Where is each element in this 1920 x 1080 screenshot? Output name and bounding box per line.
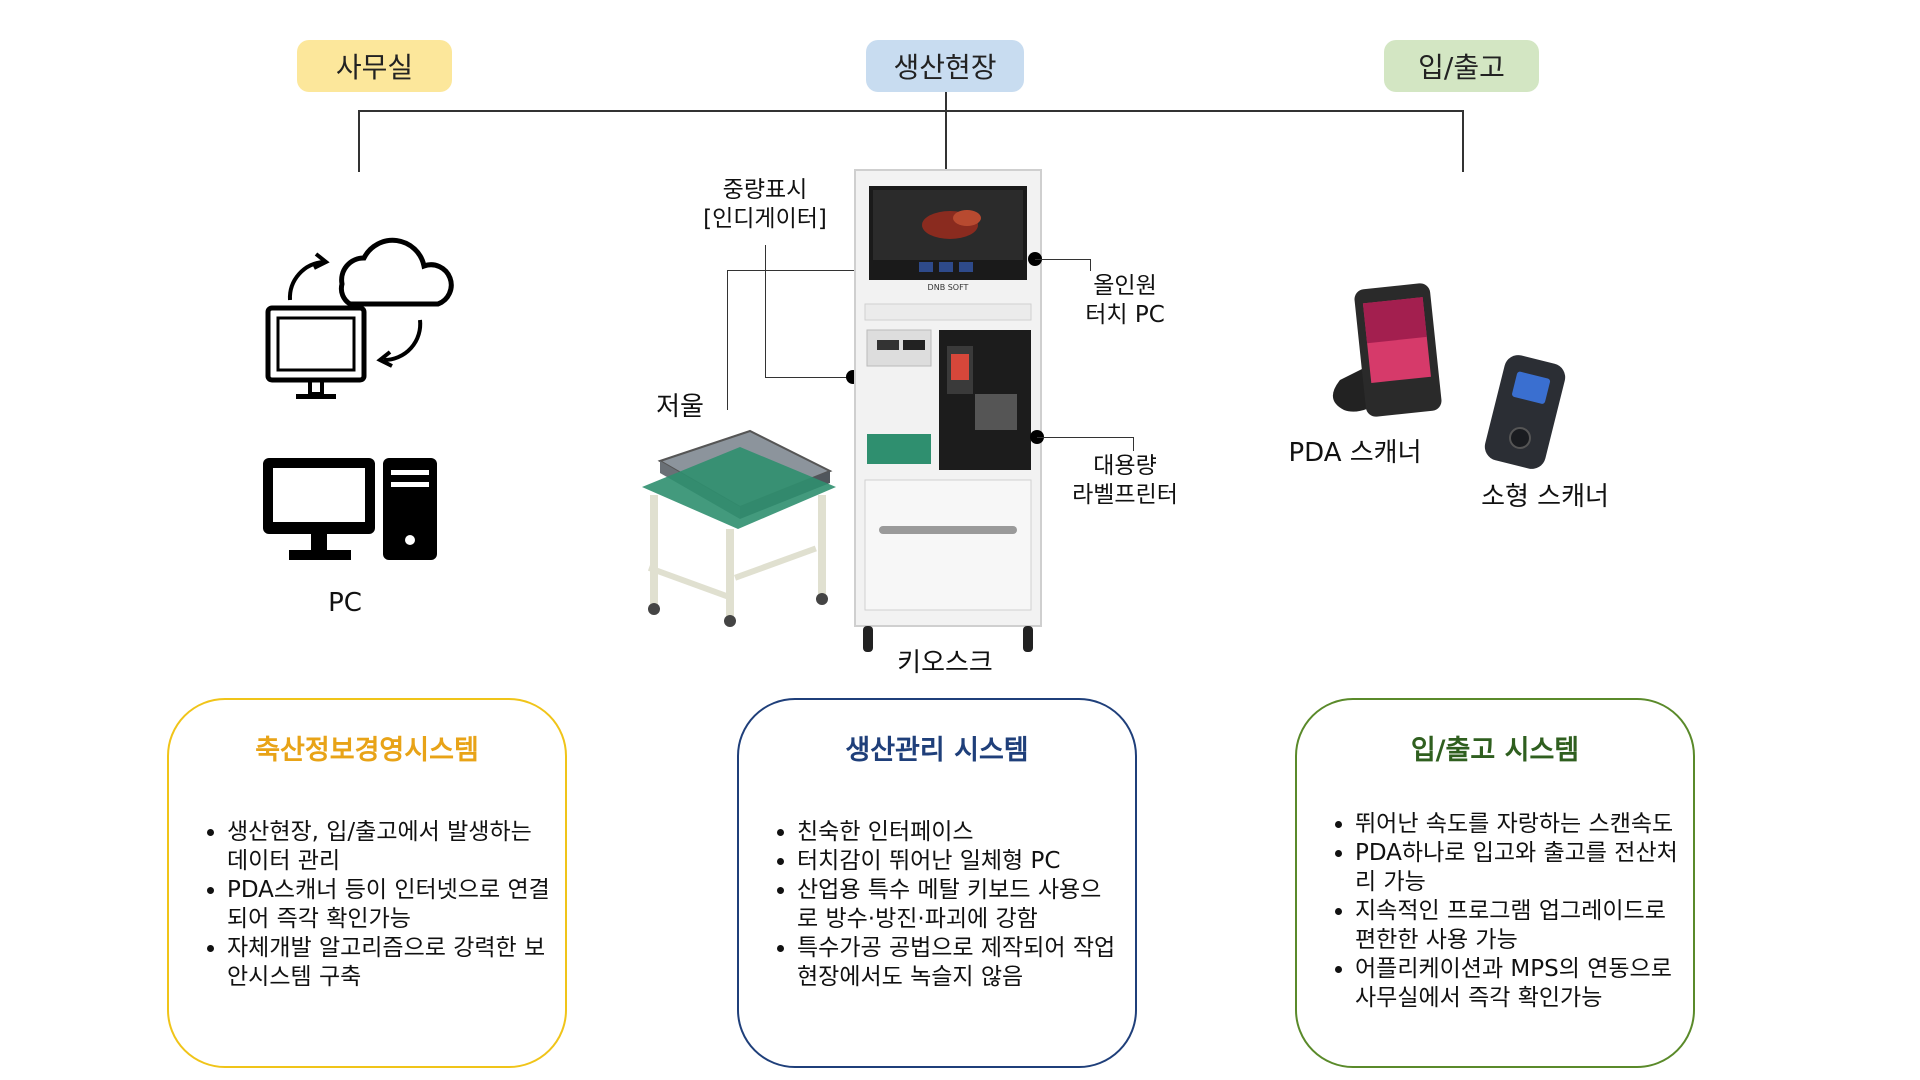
indicator-leader-v xyxy=(765,245,766,378)
list-item: PDA하나로 입고와 출고를 전산처리 가능 xyxy=(1355,839,1679,897)
printer-label-line1: 대용량 xyxy=(1093,453,1157,479)
scale-leader-h xyxy=(727,270,857,271)
printer-label-line2: 라벨프린터 xyxy=(1072,482,1178,508)
pda-scanner-image xyxy=(1332,283,1442,417)
list-item: 생산현장, 입/출고에서 발생하는 데이터 관리 xyxy=(227,818,551,876)
inout-system-box: 입/출고 시스템 뛰어난 속도를 자랑하는 스캔속도 PDA하나로 입고와 출고… xyxy=(1295,698,1695,1068)
list-item: 어플리케이션과 MPS의 연동으로 사무실에서 즉각 확인가능 xyxy=(1355,955,1679,1013)
scale-image xyxy=(642,429,836,627)
production-header: 생산현장 xyxy=(866,40,1024,92)
touch-pc-leader-h xyxy=(1035,259,1090,260)
livestock-management-system-box: 축산정보경영시스템 생산현장, 입/출고에서 발생하는 데이터 관리 PDA스캐… xyxy=(167,698,567,1068)
touch-pc-leader-v xyxy=(1090,259,1091,271)
production-system-list: 친숙한 인터페이스 터치감이 뛰어난 일체형 PC 산업용 특수 메탈 키보드 … xyxy=(767,818,1121,992)
touch-pc-label-line1: 올인원 xyxy=(1093,273,1157,299)
scale-leader-v xyxy=(727,270,728,410)
inout-system-list: 뛰어난 속도를 자랑하는 스캔속도 PDA하나로 입고와 출고를 전산처리 가능… xyxy=(1325,810,1679,1013)
touch-pc-label-line2: 터치 PC xyxy=(1085,302,1165,328)
printer-leader-h xyxy=(1037,437,1133,438)
list-item: 산업용 특수 메탈 키보드 사용으로 방수·방진·파괴에 강함 xyxy=(797,876,1121,934)
pc-label: PC xyxy=(328,588,362,618)
indicator-label-line1: 중량표시 xyxy=(722,177,808,203)
connector-inout xyxy=(1462,110,1464,172)
office-header: 사무실 xyxy=(297,40,452,92)
small-scanner-image xyxy=(1484,355,1566,469)
inout-system-title: 입/출고 시스템 xyxy=(1410,735,1580,766)
livestock-system-title: 축산정보경영시스템 xyxy=(255,735,479,766)
production-system-title: 생산관리 시스템 xyxy=(845,735,1029,766)
pda-scanner-label: PDA 스캐너 xyxy=(1288,438,1422,468)
list-item: 친숙한 인터페이스 xyxy=(797,818,1121,847)
livestock-system-list: 생산현장, 입/출고에서 발생하는 데이터 관리 PDA스캐너 등이 인터넷으로… xyxy=(197,818,551,992)
desktop-pc-icon xyxy=(263,458,437,560)
list-item: 지속적인 프로그램 업그레이드로 편한한 사용 가능 xyxy=(1355,897,1679,955)
inout-header: 입/출고 xyxy=(1384,40,1539,92)
indicator-leader-h xyxy=(765,377,853,378)
list-item: PDA스캐너 등이 인터넷으로 연결되어 즉각 확인가능 xyxy=(227,876,551,934)
list-item: 뛰어난 속도를 자랑하는 스캔속도 xyxy=(1355,810,1679,839)
kiosk-brand-text: DNB SOFT xyxy=(928,283,969,292)
connector-horizontal xyxy=(358,110,1463,112)
scale-label: 저울 xyxy=(656,392,704,422)
list-item: 터치감이 뛰어난 일체형 PC xyxy=(797,847,1121,876)
printer-leader-v xyxy=(1133,437,1134,451)
small-scanner-label: 소형 스캐너 xyxy=(1481,482,1609,512)
connector-office xyxy=(358,110,360,172)
list-item: 특수가공 공법으로 제작되어 작업현장에서도 녹슬지 않음 xyxy=(797,934,1121,992)
production-management-system-box: 생산관리 시스템 친숙한 인터페이스 터치감이 뛰어난 일체형 PC 산업용 특… xyxy=(737,698,1137,1068)
cloud-sync-icon xyxy=(265,237,454,399)
list-item: 자체개발 알고리즘으로 강력한 보안시스템 구축 xyxy=(227,934,551,992)
kiosk-image: DNB SOFT xyxy=(854,169,1042,652)
connector-production xyxy=(945,92,947,172)
kiosk-label: 키오스크 xyxy=(897,648,993,678)
indicator-label-line2: [인디게이터] xyxy=(703,206,827,232)
